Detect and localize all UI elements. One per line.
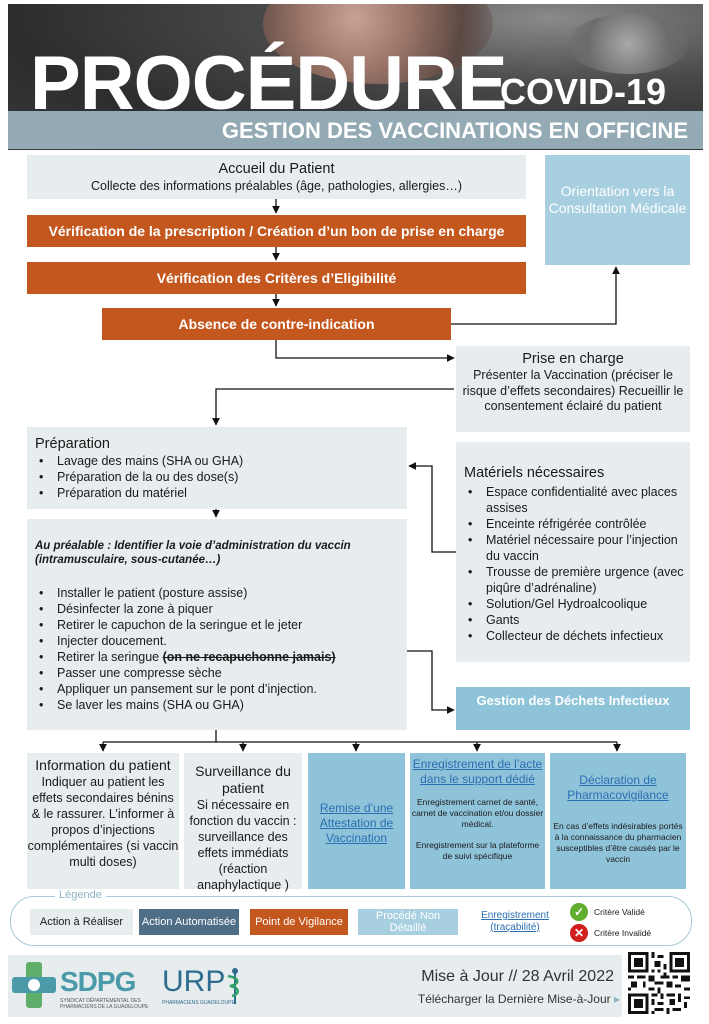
critere-invalide-label: Critère Invalidé <box>594 928 652 938</box>
page-subtitle: GESTION DES VACCINATIONS EN OFFICINE <box>221 118 688 143</box>
cross-invalid-icon: ✕ <box>570 924 588 942</box>
list-item: Appliquer un pansement sur le pont d’inj… <box>35 681 407 697</box>
list-item: Trousse de première urgence (avec piqûre… <box>464 564 690 596</box>
page-title-suffix: COVID-19 <box>500 71 667 112</box>
list-item: Enceinte réfrigérée contrôlée <box>464 516 690 532</box>
qr-code-icon[interactable] <box>628 952 690 1014</box>
enregistrement-text-2: Enregistrement sur la plateforme de suiv… <box>415 840 540 861</box>
administration-box: Au préalable : Identifier la voie d’admi… <box>27 519 407 730</box>
list-item: Solution/Gel Hydroalcoolique <box>464 596 690 612</box>
list-item: Préparation de la ou des dose(s) <box>35 469 407 485</box>
list-item: Collecteur de déchets infectieux <box>464 628 690 644</box>
remise-link[interactable]: Remise d’une Attestation de Vaccination <box>319 801 394 845</box>
prise-en-charge-box: Prise en charge Présenter la Vaccination… <box>456 346 690 432</box>
dechets-text: Gestion des Déchets Infectieux <box>476 693 670 708</box>
preparation-box: Préparation Lavage des mains (SHA ou GHA… <box>27 427 407 509</box>
legend-enregistrement: Enregistrement (traçabilité) <box>481 910 549 933</box>
administration-intro: Au préalable : Identifier la voie d’admi… <box>35 540 351 566</box>
list-item: Passer une compresse sèche <box>35 665 407 681</box>
information-title: Information du patient <box>35 757 171 773</box>
materiels-title: Matériels nécessaires <box>464 465 605 481</box>
sdpg-subtitle: SYNDICAT DÉPARTEMENTAL DES PHARMACIENS D… <box>60 998 149 1010</box>
information-text: Indiquer au patient les effets secondair… <box>27 775 179 869</box>
enregistrement-text-1: Enregistrement carnet de santé, carnet d… <box>411 797 544 829</box>
verification-prescription-box: Vérification de la prescription / Créati… <box>27 215 526 247</box>
accueil-text: Collecte des informations préalables (âg… <box>90 179 463 193</box>
list-item: Désinfecter la zone à piquer <box>35 601 407 617</box>
legend-automatisee: Action Automatisée <box>139 909 239 935</box>
subtitle-band <box>8 111 703 149</box>
surveillance-text: Si nécessaire en fonction du vaccin : su… <box>189 798 297 892</box>
urps-subtitle: PHARMACIENS GUADELOUPE <box>162 1000 235 1006</box>
legend-non-detaille: Procédé Non Détaillé <box>358 909 458 935</box>
critere-valide-label: Critère Validé <box>594 907 645 917</box>
enregistrement-link[interactable]: Enregistrement de l’acte dans le support… <box>412 757 543 786</box>
verification-criteres-box: Vérification des Critères d’Eligibilité <box>27 262 526 294</box>
page-title: PROCÉDURE <box>30 41 508 126</box>
list-item: Retirer la seringue (on ne recapuchonne … <box>35 649 407 665</box>
materiels-list: Espace confidentialité avec places assis… <box>464 484 690 644</box>
list-item: Gants <box>464 612 690 628</box>
list-item: Lavage des mains (SHA ou GHA) <box>35 453 407 469</box>
dechets-box: Gestion des Déchets Infectieux <box>456 687 690 730</box>
virus-image-secondary <box>568 14 688 74</box>
urps-logo-icon <box>227 968 239 1004</box>
prise-en-charge-title: Prise en charge <box>522 351 624 367</box>
remise-box[interactable]: Remise d’une Attestation de Vaccination <box>308 753 405 889</box>
declaration-link[interactable]: Déclaration de Pharmacovigilance <box>567 773 669 802</box>
legend-vigilance: Point de Vigilance <box>250 909 348 935</box>
list-item: Retirer le capuchon de la seringue et le… <box>35 617 407 633</box>
absence-contre-indication-box: Absence de contre-indication <box>102 308 451 340</box>
list-item: Injecter doucement. <box>35 633 407 649</box>
surveillance-title: Surveillance du patient <box>195 763 291 796</box>
declaration-box[interactable]: Déclaration de Pharmacovigilance En cas … <box>550 753 686 889</box>
legend-action: Action à Réaliser <box>30 909 133 935</box>
orientation-text: Orientation vers la Consultation Médical… <box>548 183 687 216</box>
administration-list: Installer le patient (posture assise) Dé… <box>35 585 407 713</box>
list-item: Se laver les mains (SHA ou GHA) <box>35 697 407 713</box>
list-item: Installer le patient (posture assise) <box>35 585 407 601</box>
footer <box>8 955 622 1017</box>
accueil-title: Accueil du Patient <box>218 161 335 177</box>
check-valid-icon: ✓ <box>570 903 588 921</box>
materiels-box: Matériels nécessaires Espace confidentia… <box>456 442 690 662</box>
update-date: Mise à Jour // 28 Avril 2022 <box>421 968 614 985</box>
legend-label: Légende <box>55 889 106 901</box>
chevron-right-icon: ▸ <box>613 992 620 1006</box>
urps-name: URP <box>162 965 226 998</box>
sdpg-logo-icon <box>12 962 56 1008</box>
declaration-text: En cas d’effets indésirables portés à la… <box>553 821 683 864</box>
legend <box>10 896 692 946</box>
preparation-list: Lavage des mains (SHA ou GHA) Préparatio… <box>35 453 407 501</box>
information-box: Information du patient Indiquer au patie… <box>27 753 179 889</box>
list-item: Préparation du matériel <box>35 485 407 501</box>
sdpg-name: SDPG <box>60 966 136 997</box>
list-item: Matériel nécessaire pour l’injection du … <box>464 532 690 564</box>
preparation-title: Préparation <box>35 436 110 452</box>
list-item: Espace confidentialité avec places assis… <box>464 484 690 516</box>
strike-note: (on ne recapuchonne jamais) <box>162 650 336 664</box>
prise-en-charge-text: Présenter la Vaccination (préciser le ri… <box>462 368 684 413</box>
list-item-text: Retirer la seringue <box>57 650 160 664</box>
orientation-box: Orientation vers la Consultation Médical… <box>545 155 690 265</box>
download-link[interactable]: Télécharger la Dernière Mise-à-Jour ▸ <box>380 992 620 1006</box>
enregistrement-box[interactable]: Enregistrement de l’acte dans le support… <box>410 753 545 889</box>
download-link-text[interactable]: Télécharger la Dernière Mise-à-Jour <box>417 992 611 1006</box>
accueil-box: Accueil du Patient Collecte des informat… <box>27 155 526 199</box>
surveillance-box: Surveillance du patient Si nécessaire en… <box>184 753 302 892</box>
